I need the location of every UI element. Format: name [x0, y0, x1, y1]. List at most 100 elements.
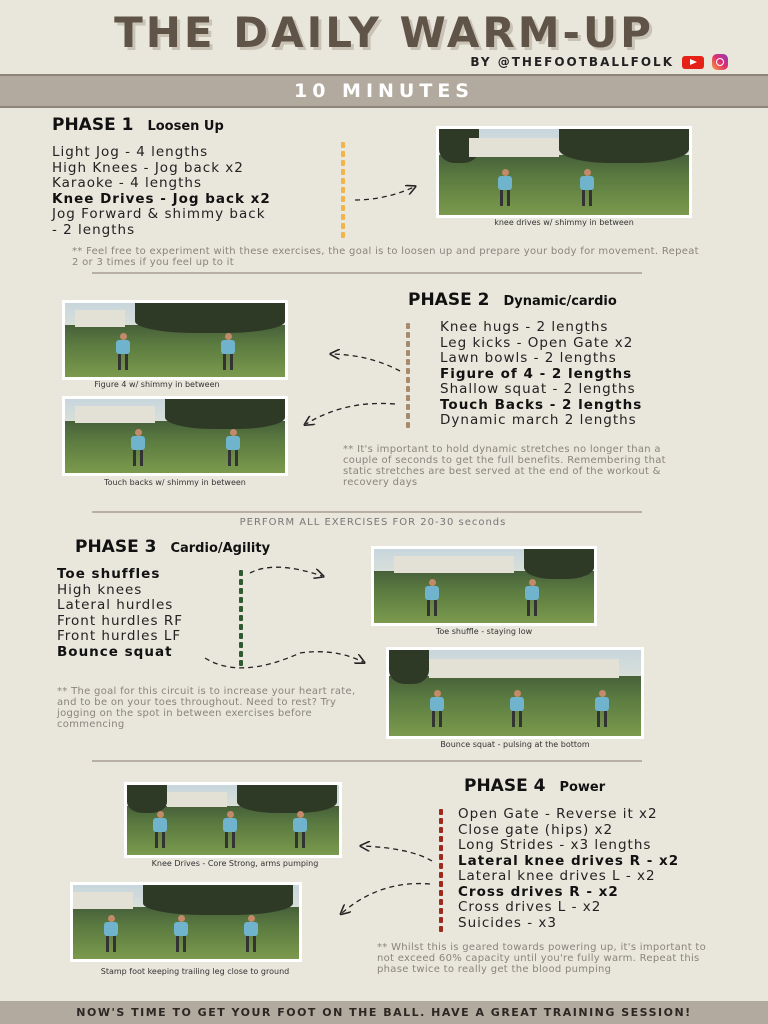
phase1-item: Light Jog - 4 lengths — [52, 144, 209, 160]
byline: BY @THEFOOTBALLFOLK — [470, 54, 728, 70]
dot-marker — [439, 863, 443, 869]
dot-marker — [406, 386, 410, 392]
arrow-phase4-b — [342, 882, 431, 913]
phase2-item: Leg kicks - Open Gate x2 — [440, 334, 634, 351]
phase2-caption-1: Figure 4 w/ shimmy in between — [94, 380, 220, 389]
phase3-photo-2-scene — [389, 650, 641, 736]
phase2-subtitle: Dynamic/cardio — [503, 294, 617, 309]
phase4-label: PHASE 4 — [464, 776, 546, 796]
phase3-dot-bar — [239, 570, 243, 669]
phase1-photo — [436, 126, 692, 218]
phase2-item: Dynamic march 2 lengths — [440, 412, 637, 428]
dot-marker — [439, 872, 443, 878]
phase1-photo-scene — [439, 129, 689, 215]
dot-marker — [439, 890, 443, 896]
dot-marker — [239, 615, 243, 621]
dot-marker — [406, 377, 410, 383]
dot-marker — [439, 917, 443, 923]
divider-2 — [92, 511, 642, 513]
phase3-subtitle: Cardio/Agility — [170, 541, 271, 556]
phase3-caption-1: Toe shuffle - staying low — [435, 627, 533, 636]
phase2-photo-1 — [62, 300, 288, 380]
phase3-item: High knees — [57, 581, 143, 598]
dot-marker — [439, 845, 443, 851]
phase1-heading: PHASE 1 Loosen Up — [52, 115, 224, 135]
dot-marker — [439, 854, 443, 860]
duration-banner: 10 MINUTES — [0, 74, 768, 108]
dot-marker — [439, 908, 443, 914]
phase4-caption-2: Stamp foot keeping trailing leg close to… — [100, 967, 290, 976]
dot-marker — [341, 223, 345, 229]
phase1-dot-bar — [341, 142, 345, 241]
phase3-photo-2 — [386, 647, 644, 739]
phase1-subtitle: Loosen Up — [147, 119, 224, 134]
phase3-item: Front hurdles LF — [57, 628, 182, 644]
arrow-phase3-a — [249, 566, 322, 576]
phase4-photo-2 — [70, 882, 302, 962]
dot-marker — [341, 160, 345, 166]
phase2-photo-2 — [62, 396, 288, 476]
phase3-photo-1 — [371, 546, 597, 626]
timing-tagline: PERFORM ALL EXERCISES FOR 20-30 seconds — [239, 517, 507, 528]
phase1-item: Jog Forward & shimmy back — [52, 206, 266, 222]
divider-3 — [92, 760, 642, 762]
dot-marker — [239, 606, 243, 612]
phase3-item: Toe shuffles — [57, 566, 161, 582]
youtube-icon[interactable] — [682, 55, 704, 69]
dot-marker — [341, 178, 345, 184]
dot-marker — [341, 169, 345, 175]
phase4-item: Long Strides - x3 lengths — [458, 837, 652, 853]
dot-marker — [341, 214, 345, 220]
dot-marker — [439, 881, 443, 887]
phase1-note: ** Feel free to experiment with these ex… — [72, 246, 699, 268]
dot-marker — [341, 151, 345, 157]
phase4-photo-1 — [124, 782, 342, 858]
phase2-item: Touch Backs - 2 lengths — [440, 396, 643, 413]
dot-marker — [239, 597, 243, 603]
phase3-note: ** The goal for this circuit is to incre… — [57, 686, 356, 730]
dot-marker — [239, 660, 243, 666]
phase1-item: Karaoke - 4 lengths — [52, 175, 203, 191]
phase4-item: Close gate (hips) x2 — [458, 821, 614, 838]
phase1-item: Knee Drives - Jog back x2 — [52, 190, 271, 207]
page-title: THE DAILY WARM-UP — [114, 8, 654, 57]
phase4-photo-1-scene — [127, 785, 339, 855]
phase2-note: ** It's important to hold dynamic stretc… — [343, 444, 666, 488]
phase4-dot-bar — [439, 809, 443, 935]
phase4-photo-2-scene — [73, 885, 299, 959]
phase2-item: Knee hugs - 2 lengths — [440, 319, 609, 335]
phase4-item: Cross drives L - x2 — [458, 899, 602, 915]
instagram-icon[interactable] — [712, 54, 728, 70]
phase2-dot-bar — [406, 323, 410, 431]
phase2-photo-1-scene — [65, 303, 285, 377]
phase4-item: Lateral knee drives R - x2 — [458, 852, 680, 869]
phase4-subtitle: Power — [559, 780, 606, 795]
dot-marker — [439, 926, 443, 932]
phase1-caption: knee drives w/ shimmy in between — [494, 218, 634, 227]
phase2-label: PHASE 2 — [408, 290, 490, 310]
phase3-heading: PHASE 3 Cardio/Agility — [75, 537, 270, 557]
phase3-item: Lateral hurdles — [57, 597, 174, 613]
dot-marker — [239, 633, 243, 639]
phase3-photo-1-scene — [374, 549, 594, 623]
dot-marker — [406, 323, 410, 329]
dot-marker — [406, 341, 410, 347]
dot-marker — [239, 588, 243, 594]
phase4-caption-1: Knee Drives - Core Strong, arms pumping — [151, 859, 319, 868]
dot-marker — [341, 232, 345, 238]
phase3-item: Front hurdles RF — [57, 612, 183, 629]
phase4-note: ** Whilst this is geared towards powerin… — [377, 942, 707, 975]
phase2-item: Shallow squat - 2 lengths — [440, 381, 636, 397]
dot-marker — [239, 624, 243, 630]
byline-text: BY @THEFOOTBALLFOLK — [470, 55, 674, 69]
phase1-label: PHASE 1 — [52, 115, 134, 135]
arrow-phase2-b — [306, 402, 396, 424]
phase4-item: Suicides - x3 — [458, 914, 557, 931]
dot-marker — [406, 422, 410, 428]
dot-marker — [341, 196, 345, 202]
phase2-item: Lawn bowls - 2 lengths — [440, 350, 617, 366]
phase3-label: PHASE 3 — [75, 537, 157, 557]
phase2-caption-2: Touch backs w/ shimmy in between — [104, 478, 246, 487]
